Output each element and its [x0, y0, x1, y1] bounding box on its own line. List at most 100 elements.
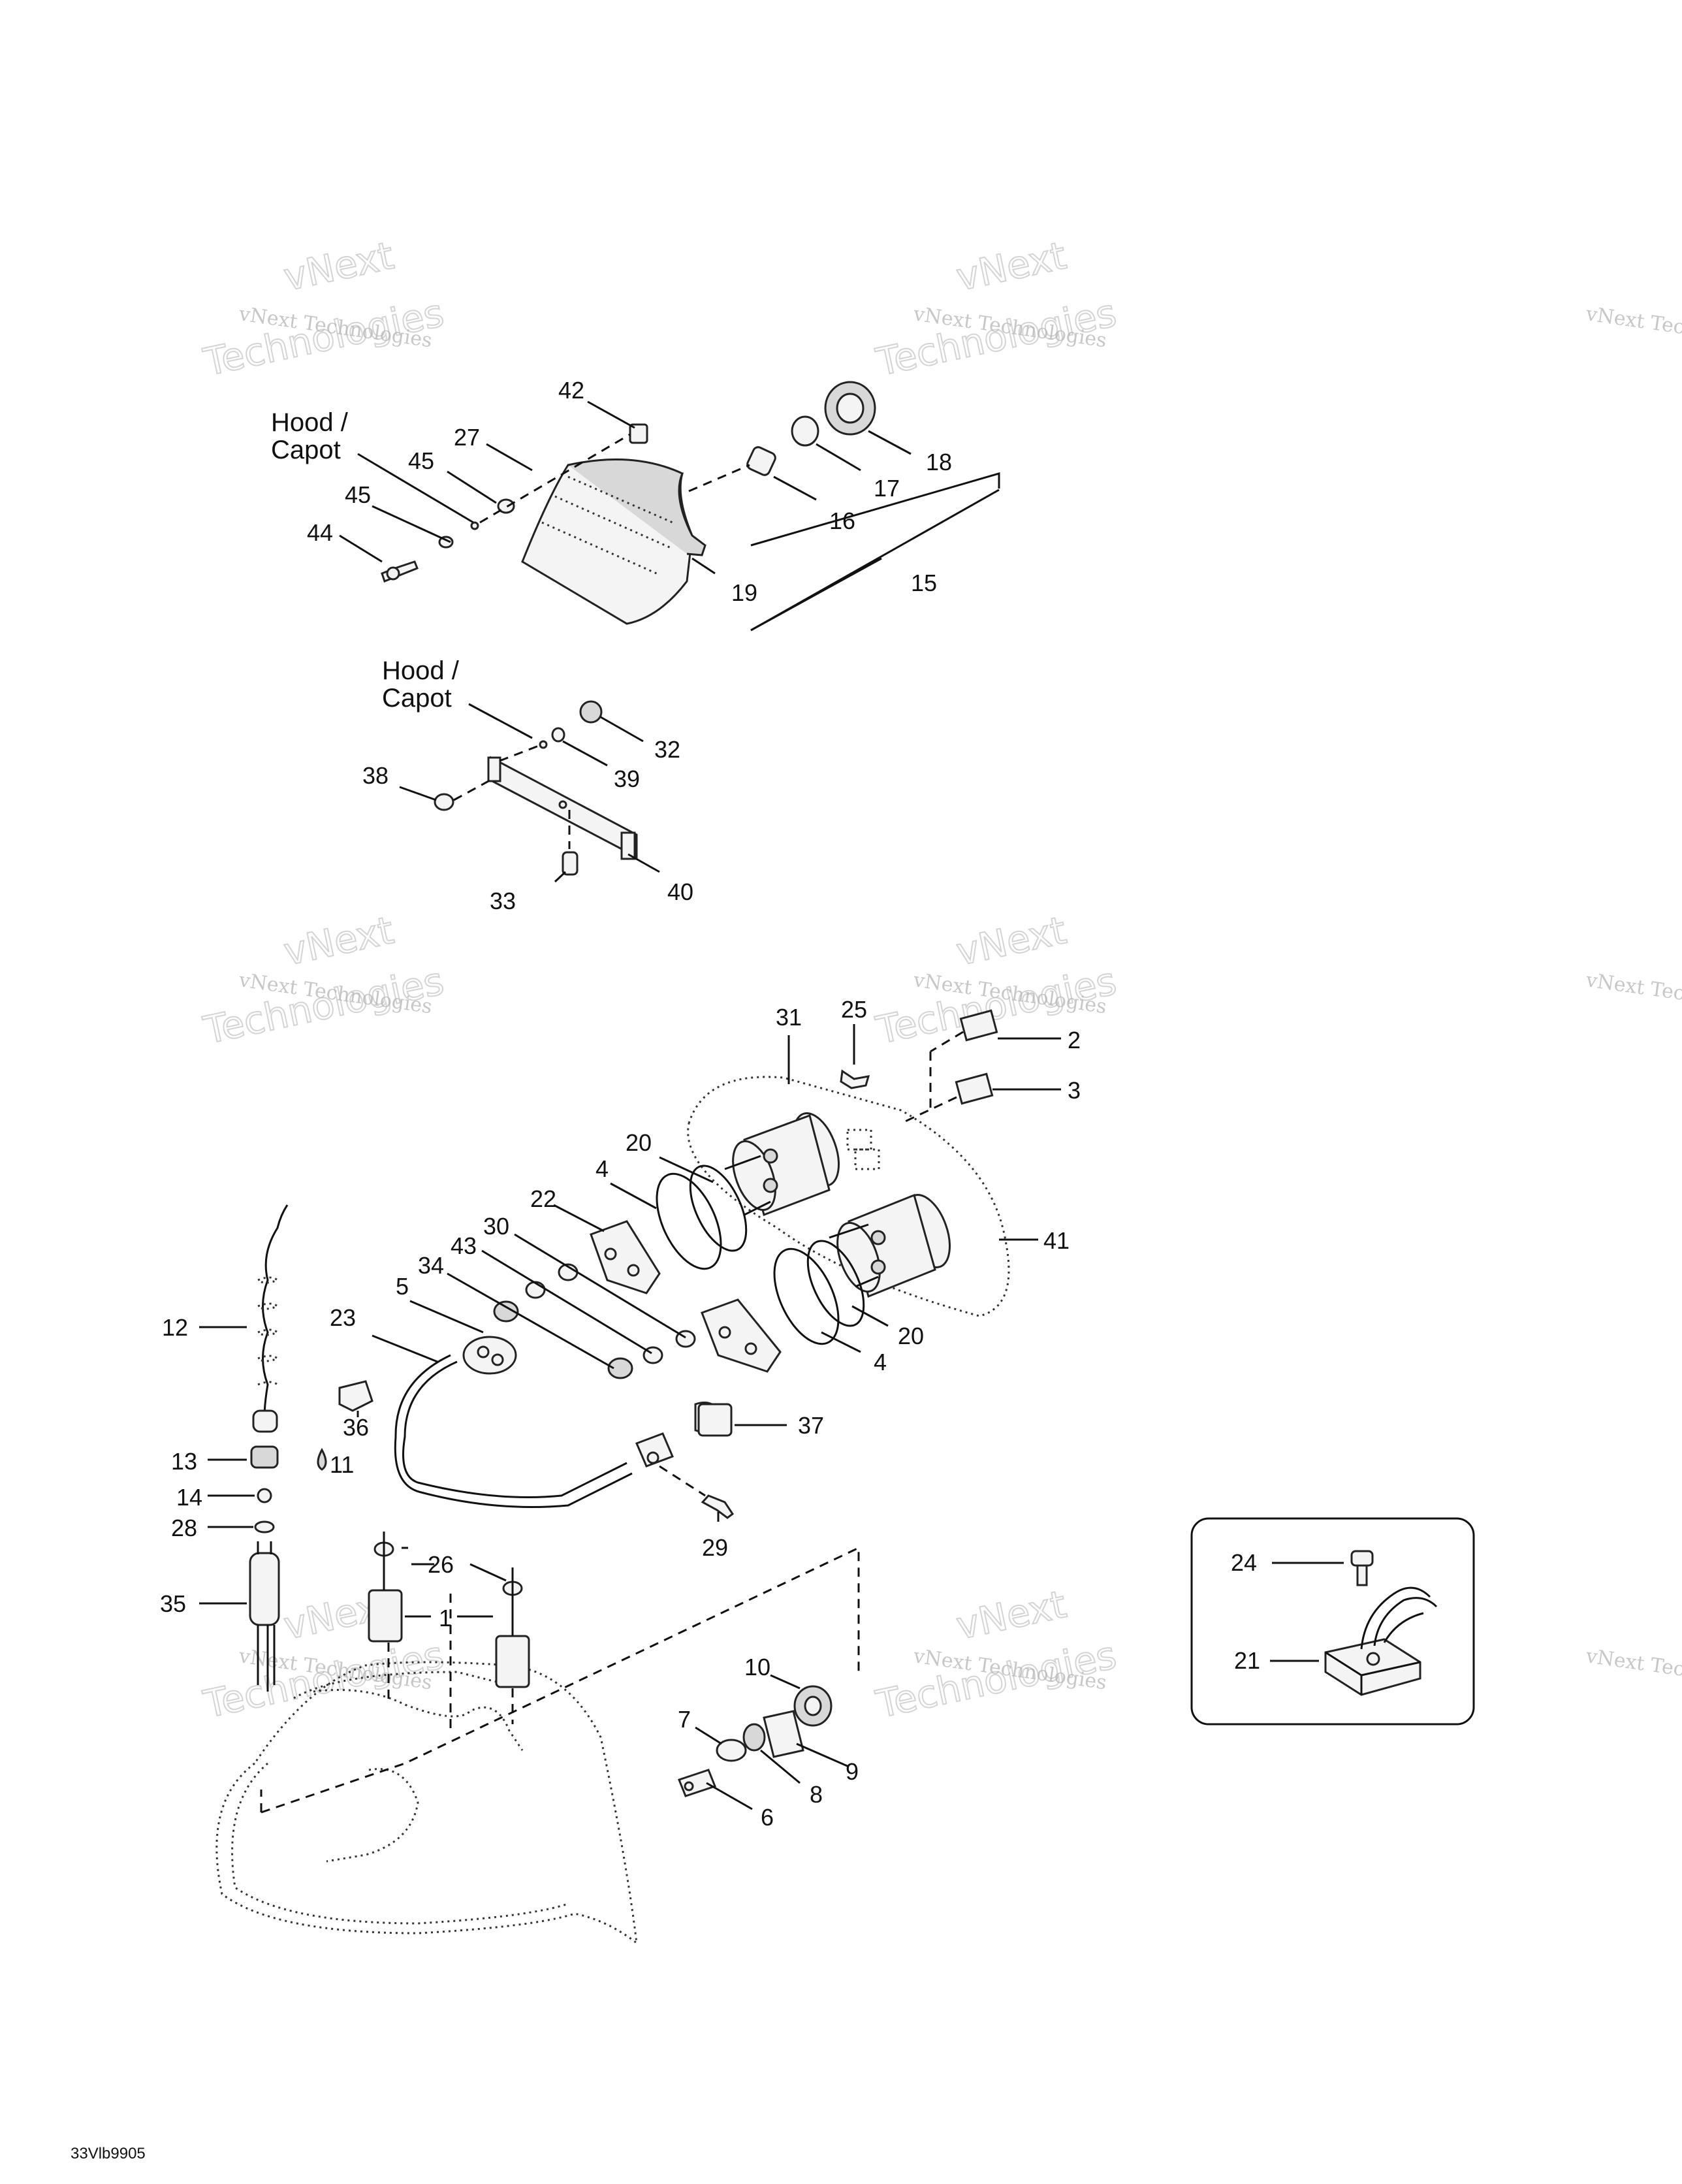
leader-line	[372, 505, 451, 543]
bracket-tab	[620, 831, 636, 860]
regulator-inset: 24 21	[1190, 1517, 1475, 1726]
screw-38	[434, 793, 454, 811]
nut-42	[629, 423, 648, 444]
headlight-assembly: Hood / Capot 42	[271, 377, 1000, 632]
callout-14: 14	[176, 1484, 202, 1511]
bolt-25	[840, 1069, 870, 1089]
leader-line	[691, 557, 716, 575]
leader-line	[770, 1674, 801, 1690]
key-hole	[684, 1781, 694, 1791]
callout-31: 31	[776, 1004, 802, 1031]
leader-line	[821, 1331, 861, 1353]
ignition-nut-7	[716, 1739, 747, 1762]
bolt-24-head	[1350, 1550, 1374, 1567]
watermark-text: Technologies	[200, 1633, 448, 1727]
callout-4: 4	[595, 1155, 609, 1182]
leader-line	[868, 430, 912, 455]
callout-45: 45	[408, 447, 434, 474]
cable-end	[252, 1409, 278, 1433]
leader-line	[468, 703, 533, 739]
callout-44: 44	[307, 519, 333, 546]
watermark-top-right: vNext Technologies	[1584, 302, 1682, 352]
connector-2	[959, 1009, 998, 1042]
leader-line	[587, 400, 635, 429]
socket-inner	[836, 393, 865, 424]
leader-line	[600, 716, 644, 743]
callout-35: 35	[160, 1590, 186, 1617]
callout-13: 13	[171, 1448, 197, 1475]
clamp-37-body	[697, 1403, 733, 1437]
leader-line	[486, 443, 533, 472]
leader-line	[610, 1182, 657, 1210]
leader-line	[447, 470, 497, 504]
assembly-line	[659, 1465, 706, 1497]
sensor-wires	[257, 1625, 276, 1692]
callout-28: 28	[171, 1515, 197, 1541]
gauge-terminal	[870, 1230, 886, 1245]
callout-23: 23	[330, 1304, 356, 1331]
leader-line	[562, 740, 608, 767]
hood-label-2: Hood /	[382, 656, 460, 685]
callout-20: 20	[626, 1129, 652, 1156]
washer-39a	[539, 740, 548, 749]
washer-14	[257, 1488, 272, 1503]
bracket-hole	[558, 800, 567, 809]
watermark-mid-left: vNext vNext Technologies Technologies	[199, 907, 449, 1053]
key-6	[678, 1769, 716, 1797]
callout-9: 9	[846, 1758, 859, 1785]
gauge-terminal	[763, 1178, 778, 1193]
sender-terminal	[477, 1345, 490, 1358]
watermark-mid-right: vNext Technologies	[1584, 969, 1682, 1018]
ignition-switch-9	[763, 1710, 804, 1758]
leader-line	[706, 1782, 753, 1810]
capot-label-2: Capot	[382, 684, 452, 713]
inset-frame	[1190, 1517, 1475, 1726]
clip-27	[497, 498, 515, 514]
watermark-text: Technologies	[872, 291, 1120, 385]
watermark-bottom-center: vNext vNext Technologies Technologies	[872, 1581, 1121, 1727]
seal-ring-20b	[806, 1240, 865, 1327]
bulb-16	[746, 446, 776, 476]
gauge-sender-5	[462, 1336, 517, 1375]
callout-5: 5	[396, 1273, 409, 1300]
nut-34	[493, 1300, 519, 1323]
coiled-cable-12	[262, 1204, 289, 1418]
console-detail	[313, 1689, 524, 1751]
headlight-reflector	[567, 458, 706, 556]
clamp-37b	[635, 1432, 674, 1468]
assembly-line	[900, 1096, 957, 1125]
watermark-text: Technologies	[200, 291, 448, 385]
regulator-hole	[1366, 1652, 1380, 1666]
leader-line	[357, 453, 474, 524]
callout-20b: 20	[898, 1323, 924, 1349]
watermark-text: vNext	[280, 908, 398, 974]
callout-24: 24	[1231, 1549, 1257, 1576]
callout-3: 3	[1068, 1077, 1081, 1104]
callout-33: 33	[490, 888, 516, 914]
watermark-text: vNext Technologies	[1584, 969, 1682, 1018]
assembly-line	[499, 743, 543, 762]
callout-43: 43	[451, 1232, 477, 1259]
assembly-line	[453, 779, 490, 801]
watermark-text: vNext Technologies	[1584, 1645, 1682, 1694]
cable-23	[402, 1360, 627, 1498]
callout-16: 16	[829, 507, 855, 534]
leader-line	[816, 443, 861, 472]
callout-8: 8	[810, 1781, 823, 1808]
nut-13	[250, 1445, 279, 1469]
regulator-edges	[1325, 1651, 1421, 1695]
watermark-bottom-right: vNext Technologies	[1584, 1645, 1682, 1694]
leader-line	[627, 853, 660, 873]
callout-37: 37	[798, 1412, 824, 1439]
leader-line	[695, 1726, 722, 1745]
callout-2: 2	[1068, 1027, 1081, 1053]
callout-15: 15	[911, 570, 937, 596]
leader-line	[659, 1156, 714, 1183]
leader-line	[409, 1300, 484, 1334]
sensor-pins	[257, 1541, 272, 1554]
callout-4b: 4	[874, 1349, 887, 1375]
bracket-tab	[487, 756, 501, 782]
hood-label-1: Hood /	[271, 408, 349, 437]
sensor-35	[249, 1552, 280, 1626]
switch-1a	[368, 1589, 403, 1643]
